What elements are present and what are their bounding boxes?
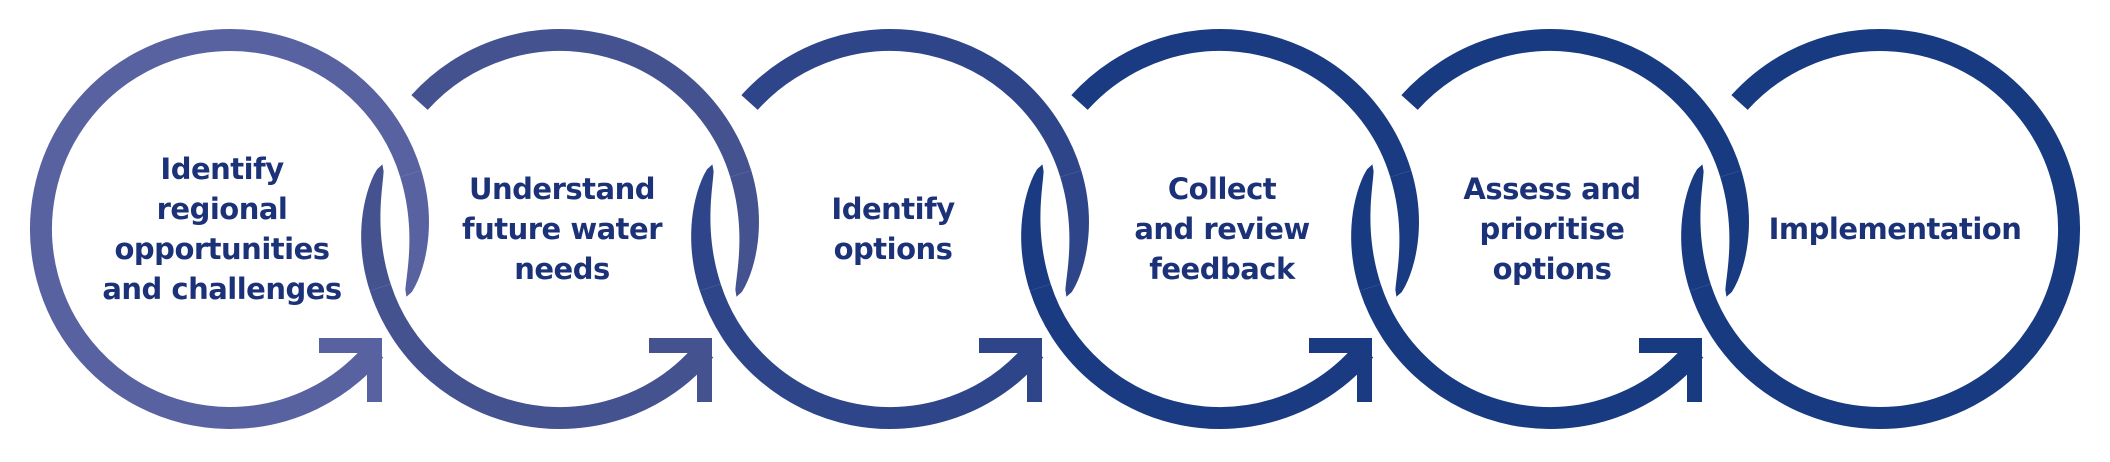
ring-5-right-taper [1720,170,1749,297]
ring-4-left-taper [1021,164,1051,291]
step-1-label: Identify regional opportunities and chal… [102,152,342,306]
step-4-label: Collect and review feedback [1134,172,1310,286]
ring-5-left-taper [1351,164,1381,291]
ring-3-upper-arc [741,29,1082,177]
ring-2-arrow-icon [649,338,712,402]
ring-4-upper-arc [1071,29,1412,177]
ring-5-arrow-icon [1639,338,1702,402]
ring-1-arc [30,29,422,429]
step-5-label: Assess and prioritise options [1463,172,1641,286]
ring-4-lower-arc [1029,283,1374,429]
ring-3-left-taper [691,164,721,291]
ring-6-taper [1681,164,1711,291]
ring-5-upper-arc [1401,29,1742,177]
ring-6-arc [1689,29,2080,429]
step-6-label: Implementation [1768,212,2022,246]
ring-2-upper-arc [411,29,752,177]
ring-2-lower-arc [369,283,714,429]
ring-3-right-taper [1060,170,1089,297]
ring-1-arrow-icon [319,338,382,402]
ring-3-arrow-icon [979,338,1042,402]
step-2-label: Understand future water needs [461,172,663,286]
ring-3-lower-arc [699,283,1044,429]
ring-4-arrow-icon [1309,338,1372,402]
ring-5-lower-arc [1359,283,1704,429]
ring-1-taper [400,170,429,297]
ring-2-right-taper [730,170,759,297]
ring-4-right-taper [1390,170,1419,297]
ring-2-left-taper [361,164,391,291]
step-3-label: Identify options [831,192,955,266]
